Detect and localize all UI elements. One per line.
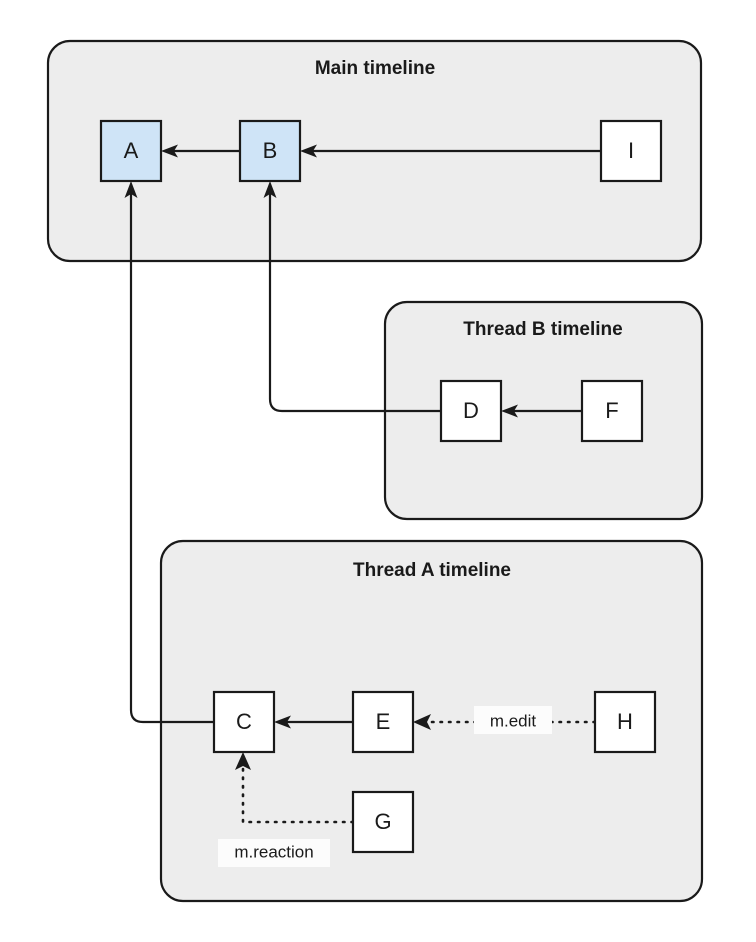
edge-g-to-c-label-background xyxy=(218,839,330,867)
edge-g-to-c[interactable]: m.reaction xyxy=(218,752,355,867)
node-d-box xyxy=(439,379,503,443)
node-b-label: B xyxy=(263,138,278,163)
node-c-box xyxy=(212,690,276,754)
edge-f-to-d-arrowhead xyxy=(501,404,518,418)
node-g-label: G xyxy=(374,809,391,834)
edge-h-to-e-arrowhead xyxy=(413,714,431,730)
node-a-box xyxy=(99,119,163,183)
node-f[interactable]: F xyxy=(580,379,644,443)
edge-d-to-b-arrowhead xyxy=(263,181,277,198)
node-f-label: F xyxy=(605,398,618,423)
group-thread-a-timeline-title: Thread A timeline xyxy=(353,560,511,581)
node-h-label: H xyxy=(617,709,633,734)
edge-c-to-a-arrowhead xyxy=(124,181,138,198)
node-b[interactable]: B xyxy=(238,119,302,183)
group-thread-b-timeline-title: Thread B timeline xyxy=(463,319,622,340)
node-h[interactable]: H xyxy=(593,690,657,754)
node-e-box xyxy=(351,690,415,754)
edge-f-to-d[interactable] xyxy=(501,404,582,418)
edge-c-to-a-line xyxy=(129,193,214,724)
edge-i-to-b[interactable] xyxy=(300,144,601,158)
group-main-timeline-title: Main timeline xyxy=(315,58,435,79)
node-i-box xyxy=(599,119,663,183)
node-i[interactable]: I xyxy=(599,119,663,183)
edge-h-to-e-label-background xyxy=(474,706,552,734)
edge-d-to-b[interactable] xyxy=(263,181,442,413)
node-i-label: I xyxy=(628,138,634,163)
edge-g-to-c-label: m.reaction xyxy=(234,842,313,861)
node-g[interactable]: G xyxy=(351,790,415,854)
node-c[interactable]: C xyxy=(212,690,276,754)
edge-b-to-a-arrowhead xyxy=(161,144,178,158)
node-c-label: C xyxy=(236,709,252,734)
node-e[interactable]: E xyxy=(351,690,415,754)
edge-c-to-a[interactable] xyxy=(124,181,215,724)
edge-h-to-e[interactable]: m.edit xyxy=(413,706,597,734)
edge-b-to-a[interactable] xyxy=(161,144,240,158)
node-b-box xyxy=(238,119,302,183)
node-d-label: D xyxy=(463,398,479,423)
edge-g-to-c-arrowhead xyxy=(235,752,251,770)
node-d[interactable]: D xyxy=(439,379,503,443)
node-e-label: E xyxy=(376,709,391,734)
node-a[interactable]: A xyxy=(99,119,163,183)
node-h-box xyxy=(593,690,657,754)
node-f-box xyxy=(580,379,644,443)
edge-d-to-b-line xyxy=(268,193,441,413)
edge-e-to-c[interactable] xyxy=(274,715,353,729)
edge-h-to-e-label: m.edit xyxy=(490,711,537,730)
node-g-box xyxy=(351,790,415,854)
edge-i-to-b-arrowhead xyxy=(300,144,317,158)
edge-e-to-c-arrowhead xyxy=(274,715,291,729)
edge-g-to-c-line xyxy=(241,766,355,824)
node-a-label: A xyxy=(124,138,139,163)
